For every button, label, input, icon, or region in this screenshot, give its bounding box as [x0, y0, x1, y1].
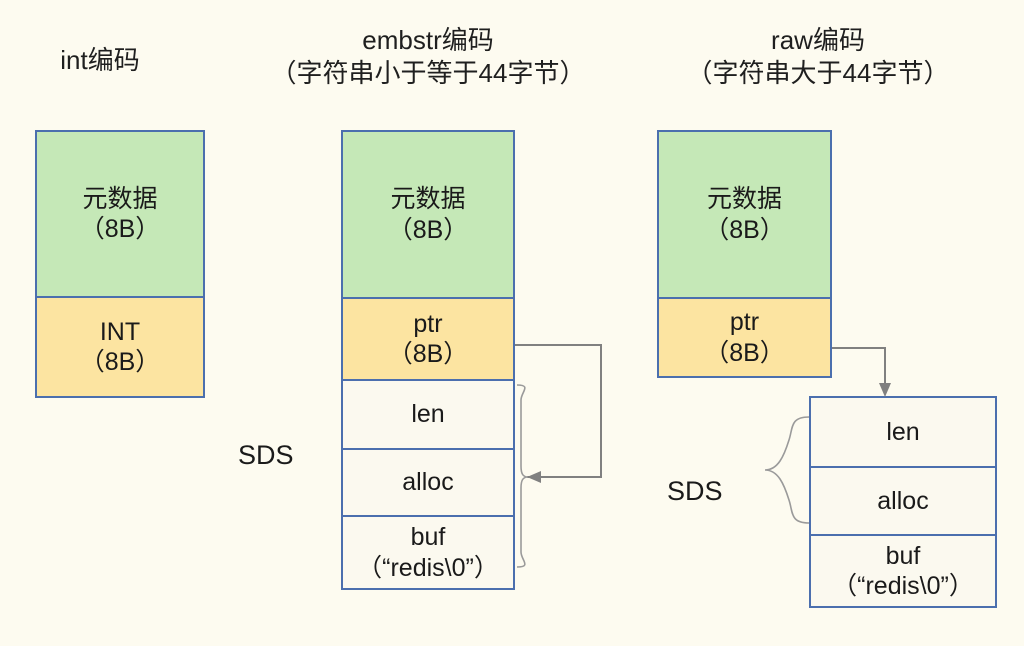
heading-embstr-subtitle: （字符串小于等于44字节） [270, 57, 586, 88]
embstr-ptr-arrowhead [527, 471, 541, 483]
embstr-alloc-cell: alloc [341, 448, 515, 517]
heading-int-title: int编码 [60, 45, 140, 75]
raw-ptr-line1: ptr [729, 308, 760, 336]
embstr-sds-label: SDS [238, 440, 294, 470]
heading-raw-subtitle: （字符串大于44字节） [686, 57, 950, 88]
embstr-buf-line2: （“redis\0”） [357, 553, 499, 582]
embstr-buf-line1: buf [410, 523, 446, 551]
embstr-metadata-line1: 元数据 [390, 185, 466, 213]
embstr-ptr-cell: ptr （8B） [341, 297, 515, 381]
embstr-len-label: len [411, 400, 445, 429]
embstr-sds-brace [516, 384, 529, 568]
raw-metadata-line1: 元数据 [706, 185, 782, 213]
heading-int-encoding: int编码 [10, 44, 190, 77]
raw-ptr-cell: ptr （8B） [657, 297, 832, 378]
raw-buf-line1: buf [885, 541, 921, 570]
embstr-ptr-line1: ptr [413, 309, 443, 338]
raw-len-label: len [886, 417, 920, 446]
raw-buf-line2: （“redis\0”） [832, 572, 974, 600]
embstr-ptr-line2: （8B） [387, 340, 469, 368]
heading-raw-title: raw编码 [771, 25, 865, 55]
raw-alloc-label: alloc [877, 486, 929, 515]
raw-ptr-arrow-line [832, 347, 886, 388]
heading-embstr-title: embstr编码 [362, 25, 494, 55]
raw-ptr-arrowhead [879, 383, 891, 397]
heading-embstr-encoding: embstr编码 （字符串小于等于44字节） [228, 24, 628, 89]
raw-len-cell: len [809, 396, 997, 468]
embstr-len-cell: len [341, 379, 515, 450]
embstr-metadata-line2: （8B） [387, 215, 469, 244]
raw-alloc-cell: alloc [809, 466, 997, 536]
raw-buf-cell: buf （“redis\0”） [809, 534, 997, 608]
raw-ptr-line2: （8B） [704, 338, 785, 367]
int-value-line1: INT [99, 317, 141, 346]
embstr-ptr-arrow-line [515, 344, 602, 478]
raw-metadata-cell: 元数据 （8B） [657, 130, 832, 299]
raw-metadata-line2: （8B） [704, 215, 785, 244]
embstr-alloc-label: alloc [402, 468, 454, 497]
int-metadata-cell: 元数据 （8B） [35, 130, 205, 298]
heading-raw-encoding: raw编码 （字符串大于44字节） [608, 24, 1024, 89]
embstr-buf-cell: buf （“redis\0”） [341, 515, 515, 590]
int-metadata-line2: （8B） [79, 215, 161, 243]
raw-sds-brace [764, 416, 810, 524]
raw-sds-label: SDS [667, 476, 723, 506]
int-value-cell: INT （8B） [35, 296, 205, 398]
embstr-metadata-cell: 元数据 （8B） [341, 130, 515, 299]
int-value-line2: （8B） [79, 348, 161, 376]
int-metadata-line1: 元数据 [82, 184, 158, 213]
